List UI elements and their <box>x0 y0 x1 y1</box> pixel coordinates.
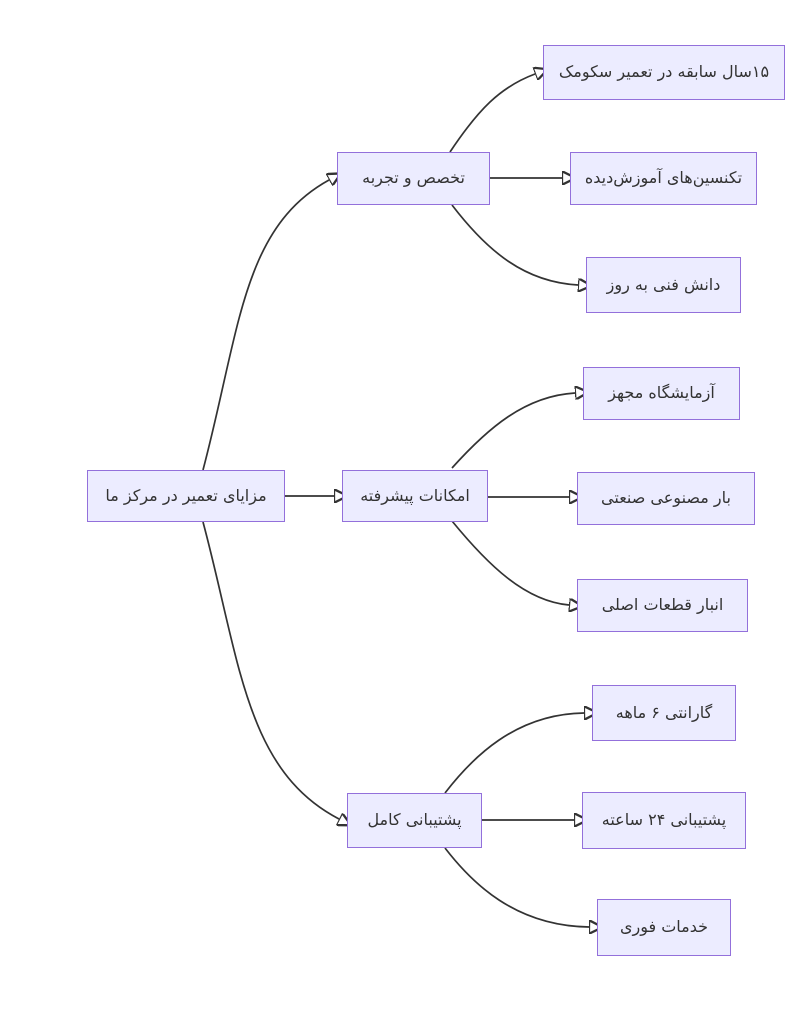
node-urgent[interactable]: خدمات فوری <box>597 899 731 956</box>
node-support24h[interactable]: پشتیبانی ۲۴ ساعته <box>582 792 746 849</box>
node-lab[interactable]: آزمایشگاه مجهز <box>583 367 740 420</box>
node-root[interactable]: مزایای تعمیر در مرکز ما <box>87 470 285 522</box>
node-support[interactable]: پشتیبانی کامل <box>347 793 482 848</box>
edge-expertise-knowledge <box>451 204 578 285</box>
edge-facilities-lab <box>451 393 575 469</box>
node-experience15[interactable]: ۱۵سال سابقه در تعمیر سکومک <box>543 45 785 100</box>
edge-facilities-warehouse <box>451 520 569 605</box>
node-technicians[interactable]: تکنسین‌های آموزش‌دیده <box>570 152 757 205</box>
edge-support-urgent <box>444 847 589 927</box>
edge-support-warranty <box>444 713 584 794</box>
node-facilities[interactable]: امکانات پیشرفته <box>342 470 488 522</box>
node-warehouse[interactable]: انبار قطعات اصلی <box>577 579 748 632</box>
edge-expertise-experience15 <box>449 74 535 153</box>
node-artificial-load[interactable]: بار مصنوعی صنعتی <box>577 472 755 525</box>
node-knowledge[interactable]: دانش فنی به روز <box>586 257 741 313</box>
node-warranty[interactable]: گارانتی ۶ ماهه <box>592 685 736 741</box>
edge-root-support <box>202 521 339 819</box>
node-expertise[interactable]: تخصص و تجربه <box>337 152 490 205</box>
edge-root-expertise <box>202 180 329 471</box>
